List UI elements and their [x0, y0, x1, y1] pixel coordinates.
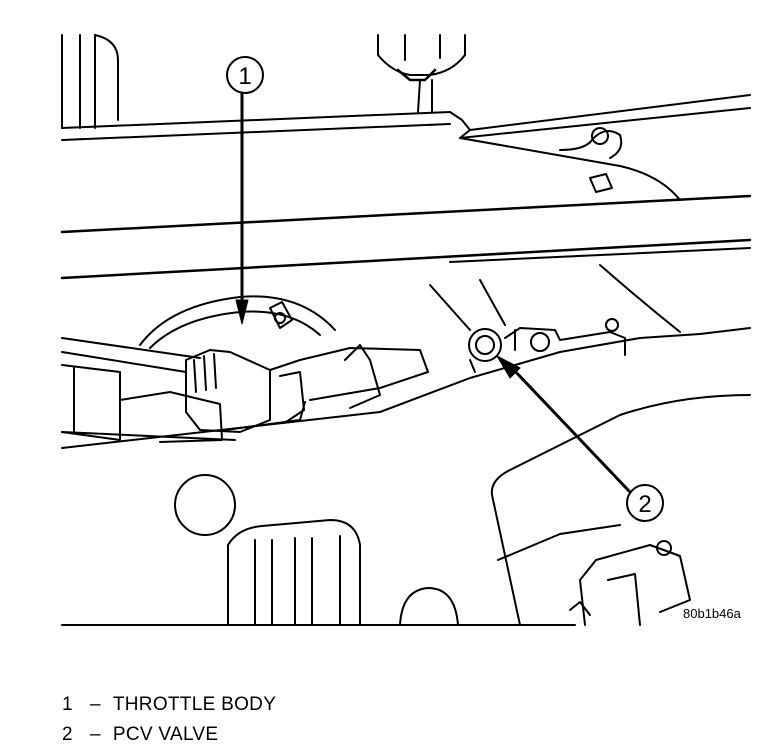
- upper-fitting: [377, 34, 466, 113]
- figure-id: 80b1b46a: [683, 606, 742, 621]
- legend-dash: –: [90, 724, 101, 745]
- legend-item: 2 – PCV VALVE: [62, 720, 276, 750]
- legend-dash: –: [90, 694, 101, 715]
- callout-2: 2: [496, 355, 664, 522]
- legend: 1 – THROTTLE BODY 2 – PCV VALVE: [62, 690, 276, 750]
- legend-item: 1 – THROTTLE BODY: [62, 690, 276, 720]
- pcv-valve-drawing: [61, 264, 751, 449]
- throttle-body-drawing: [61, 295, 429, 443]
- callout-1-number: 1: [238, 63, 251, 90]
- legend-label: THROTTLE BODY: [112, 694, 277, 715]
- legend-number: 2: [62, 724, 73, 745]
- callout-1-arrowhead: [235, 299, 249, 325]
- callout-1-circle: [226, 56, 264, 94]
- legend-number: 1: [62, 694, 73, 715]
- callout-2-number: 2: [638, 491, 651, 518]
- callout-1: 1: [226, 56, 264, 325]
- callout-2-arrow: [510, 366, 631, 493]
- legend-label: PCV VALVE: [112, 724, 219, 745]
- engine-illustration: 1 2 80b1b46a: [60, 34, 752, 626]
- lower-engine-cover: [174, 394, 751, 626]
- callout-2-arrowhead: [496, 355, 521, 379]
- cowl-panel: [61, 94, 751, 201]
- cross-beam: [60, 194, 752, 280]
- callout-2-circle: [626, 484, 664, 522]
- left-panel-bars: [61, 34, 119, 129]
